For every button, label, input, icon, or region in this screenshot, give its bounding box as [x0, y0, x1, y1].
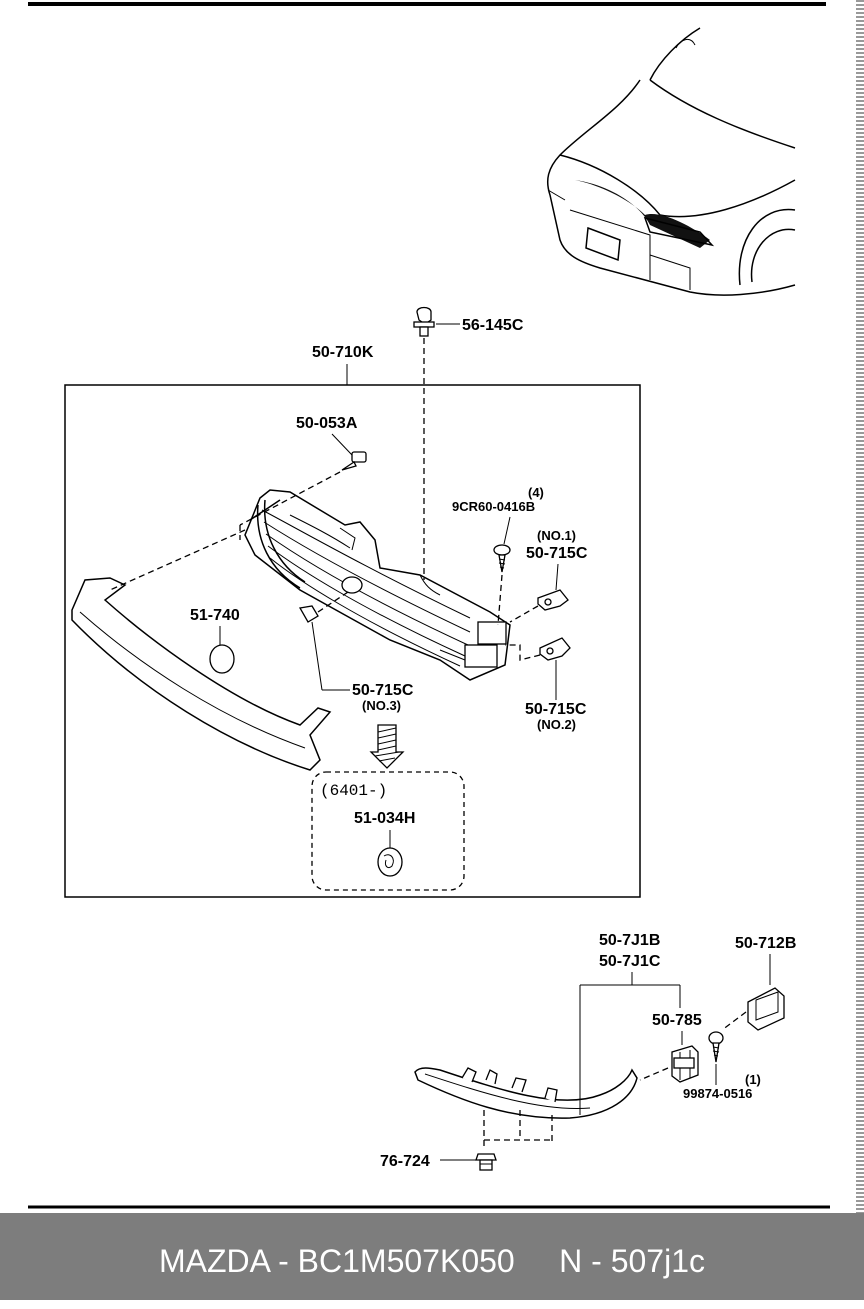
leader-50-053a: [331, 433, 353, 456]
label-50-712b: 50-712B: [735, 935, 796, 952]
label-qty-4: (4): [528, 485, 544, 500]
lower-panel: [71, 577, 332, 771]
bracket-50-715c-no2: [539, 637, 571, 661]
screw-50-053a: [341, 451, 367, 471]
assembly-box: [64, 384, 641, 898]
label-50-785: 50-785: [652, 1012, 702, 1029]
cap-50-712b: [747, 987, 785, 1031]
bracket-50-715c-no1: [537, 589, 569, 611]
grille-50-710k: [244, 489, 511, 681]
dash-grille-to-panel: [109, 529, 246, 591]
label-99874-0516: 99874-0516: [683, 1086, 752, 1101]
label-no3: (NO.3): [362, 698, 401, 713]
clip-56-145c: [413, 306, 435, 337]
label-50-7j1c: 50-7J1C: [599, 953, 661, 970]
clip-76-724: [475, 1153, 497, 1171]
leader-no1: [555, 563, 559, 591]
screw-9cr60-0416b: [493, 544, 511, 573]
bracket-50-715c-no3: [298, 605, 319, 623]
label-50-053a: 50-053A: [296, 415, 358, 432]
leader-no3-v: [311, 621, 323, 691]
molding-50-7j1: [414, 1067, 638, 1119]
scan-edge: [856, 0, 864, 1213]
car-front-illustration: [547, 27, 796, 296]
label-50-710k: 50-710K: [312, 344, 374, 361]
dash-9cr60: [497, 574, 503, 626]
footer-bar: MAZDA - BC1M507K050 N - 507j1c: [0, 1213, 864, 1300]
emblem-51-740: [209, 644, 235, 674]
label-51-740: 51-740: [190, 607, 240, 624]
dash-no2: [505, 644, 541, 661]
label-76-724: 76-724: [380, 1153, 430, 1170]
screw-99874-0516: [708, 1031, 724, 1063]
label-qty-1: (1): [745, 1072, 761, 1087]
label-9cr60-0416b: 9CR60-0416B: [452, 499, 535, 514]
label-50-7j1b: 50-7J1B: [599, 932, 660, 949]
dash-no3: [317, 591, 349, 613]
label-51-034h: 51-034H: [354, 810, 415, 827]
leader-9cr60: [503, 516, 511, 545]
label-no2: (NO.2): [537, 717, 576, 732]
emblem-51-034h: [377, 847, 403, 877]
label-serial: (6401-): [320, 782, 387, 800]
dash-50-712b: [721, 1011, 747, 1031]
label-56-145c: 56-145C: [462, 317, 524, 334]
label-no1: (NO.1): [537, 528, 576, 543]
serial-subbox: [311, 771, 465, 891]
label-50-715c-no3: 50-715C: [352, 682, 414, 699]
label-50-715c-no1: 50-715C: [526, 545, 588, 562]
clip-50-785: [671, 1045, 699, 1083]
dash-50-785: [639, 1067, 669, 1081]
footer-caption: MAZDA - BC1M507K050 N - 507j1c: [159, 1243, 705, 1279]
down-arrow: [369, 724, 405, 769]
label-50-715c-no2: 50-715C: [525, 701, 587, 718]
dash-no1: [509, 605, 539, 623]
